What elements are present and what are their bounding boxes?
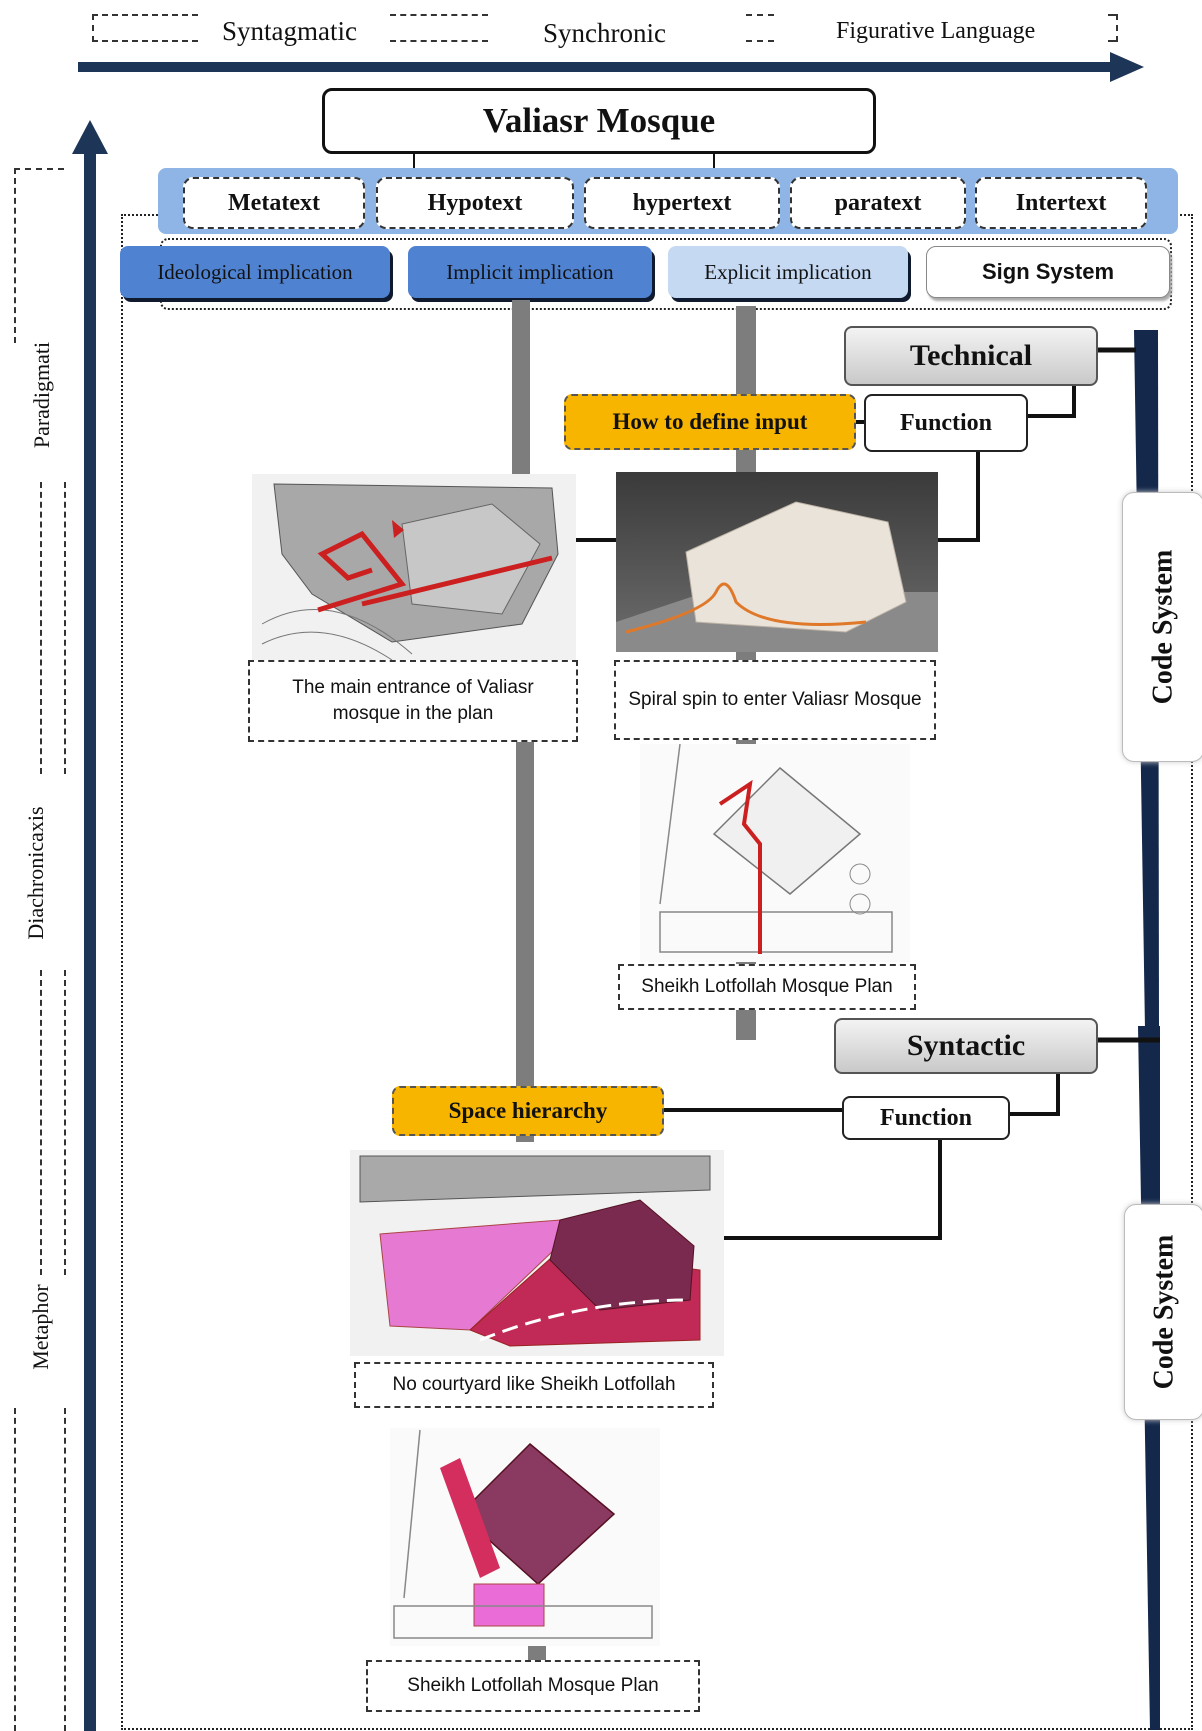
lotfollah-base-1 [659, 911, 893, 953]
syntactic-box: Syntactic [834, 1018, 1098, 1074]
plan-curve-2 [261, 631, 393, 660]
text-type-paratext: paratext [790, 177, 966, 229]
top-dash-2 [390, 14, 488, 42]
side-dash-top [14, 168, 64, 343]
lotfollah-cells-2 [849, 893, 871, 915]
sign-system-box: Sign System [926, 246, 1170, 298]
spiral-model-image [616, 472, 938, 652]
top-axis-arrow [78, 52, 1144, 82]
left-axis-arrow-head [72, 120, 108, 154]
hier-top-band [359, 1155, 711, 1203]
top-dash-1 [92, 14, 198, 42]
valiasr-plan-entrance-image [252, 474, 576, 660]
model-mass [685, 501, 907, 633]
text-type-metatext: Metatext [183, 177, 365, 229]
gray-bar-left-lower [516, 742, 534, 1142]
plan-curve [261, 608, 413, 655]
top-axis-arrow-head [1110, 52, 1144, 82]
lotfollah-base-2 [393, 1605, 653, 1639]
gray-bar-left-bottom [528, 1646, 546, 1660]
code-system-box-2: Code System [1124, 1204, 1202, 1420]
caption-lotfollah-plan-2: Sheikh Lotfollah Mosque Plan [366, 1660, 700, 1712]
top-label-synchronic: Synchronic [543, 18, 666, 48]
top-axis: Syntagmatic Synchronic Figurative Langua… [78, 10, 1138, 80]
implication-implicit: Implicit implication [408, 246, 652, 298]
lotfollah-red-path-1 [718, 779, 762, 954]
caption-no-courtyard: No courtyard like Sheikh Lotfollah [354, 1362, 714, 1408]
side-dash-mid-1 [40, 482, 42, 774]
define-input-box: How to define input [564, 394, 856, 450]
side-dash-bottom-b [64, 1408, 66, 1731]
top-dash-4 [1108, 14, 1118, 42]
top-label-syntagmatic: Syntagmatic [222, 16, 357, 46]
syntactic-function-box: Function [842, 1096, 1010, 1140]
lotfollah-cells-1 [849, 863, 871, 885]
lotfollah-pink-entry [473, 1583, 545, 1627]
entrance-arrowhead [392, 520, 404, 538]
lotfollah-plan-image-1 [640, 744, 910, 962]
caption-main-entrance: The main entrance of Valiasr mosque in t… [248, 660, 578, 742]
left-axis-arrow [72, 120, 108, 1731]
text-type-hypertext: hypertext [584, 177, 780, 229]
hier-dome-area [549, 1199, 695, 1311]
technical-to-function [1028, 386, 1076, 418]
side-dash-bottom [14, 1408, 16, 1731]
top-axis-arrow-shaft [78, 62, 1118, 72]
gray-bar-left-upper [512, 300, 530, 476]
side-dash-mid-2 [40, 970, 42, 1275]
lotfollah-dome-1 [712, 766, 862, 895]
text-type-hypotext: Hypotext [376, 177, 574, 229]
entrance-spiral-path [317, 530, 407, 613]
lotfollah-wall-1 [659, 744, 681, 905]
technical-function-box: Function [864, 394, 1028, 452]
caption-spiral: Spiral spin to enter Valiasr Mosque [614, 660, 936, 740]
syntactic-to-function [1010, 1072, 1060, 1116]
diagram-title: Valiasr Mosque [322, 88, 876, 154]
left-axis-arrow-shaft [84, 148, 96, 1731]
lotfollah-corridor-2 [440, 1458, 500, 1578]
code-system-box-1: Code System [1122, 492, 1202, 762]
top-dash-3 [746, 14, 774, 42]
implication-explicit: Explicit implication [668, 246, 908, 298]
text-type-intertext: Intertext [975, 177, 1147, 229]
function-to-plan [724, 1138, 942, 1240]
side-dash-mid-1b [64, 482, 66, 774]
lotfollah-wall-2 [403, 1429, 421, 1599]
hier-white-path [479, 1298, 691, 1342]
hier-pink-area [379, 1219, 561, 1331]
entrance-long-path [361, 555, 553, 607]
top-label-figurative: Figurative Language [836, 18, 1036, 44]
implication-ideological: Ideological implication [120, 246, 390, 298]
valiasr-plan-hierarchy-image [350, 1150, 724, 1356]
technical-box: Technical [844, 326, 1098, 386]
model-spiral-path [625, 582, 867, 634]
function-to-model [936, 452, 980, 542]
caption-lotfollah-plan-1: Sheikh Lotfollah Mosque Plan [618, 964, 916, 1010]
side-dash-mid-2b [64, 970, 66, 1275]
lotfollah-plan-image-2 [390, 1428, 660, 1646]
space-hierarchy-box: Space hierarchy [392, 1086, 664, 1136]
